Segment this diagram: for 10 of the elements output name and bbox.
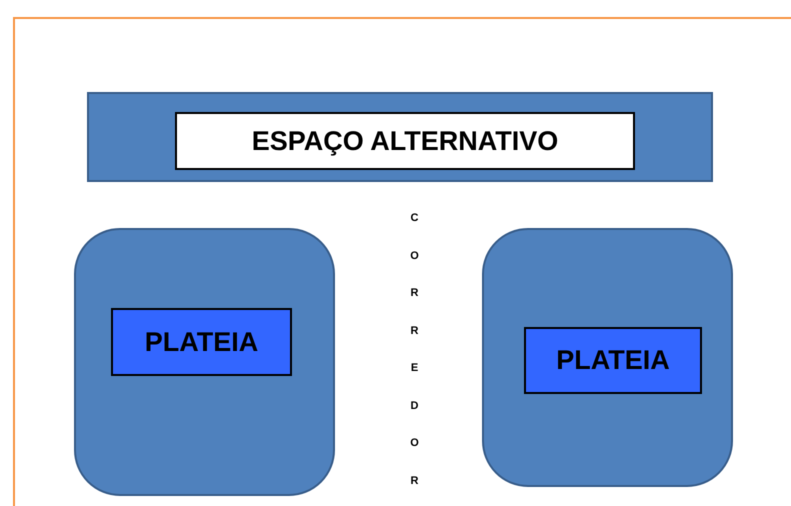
label-box [111, 308, 292, 376]
seating-area [74, 228, 335, 496]
seating-area [482, 228, 733, 487]
label-box [524, 327, 702, 394]
box-label: PLATEIA [556, 344, 670, 378]
box-label: ESPAÇO ALTERNATIVO [252, 124, 558, 158]
title-box [175, 112, 635, 170]
header-band [87, 92, 713, 182]
vertical-label: CORREDOR [409, 211, 420, 488]
box-label: PLATEIA [144, 326, 258, 359]
